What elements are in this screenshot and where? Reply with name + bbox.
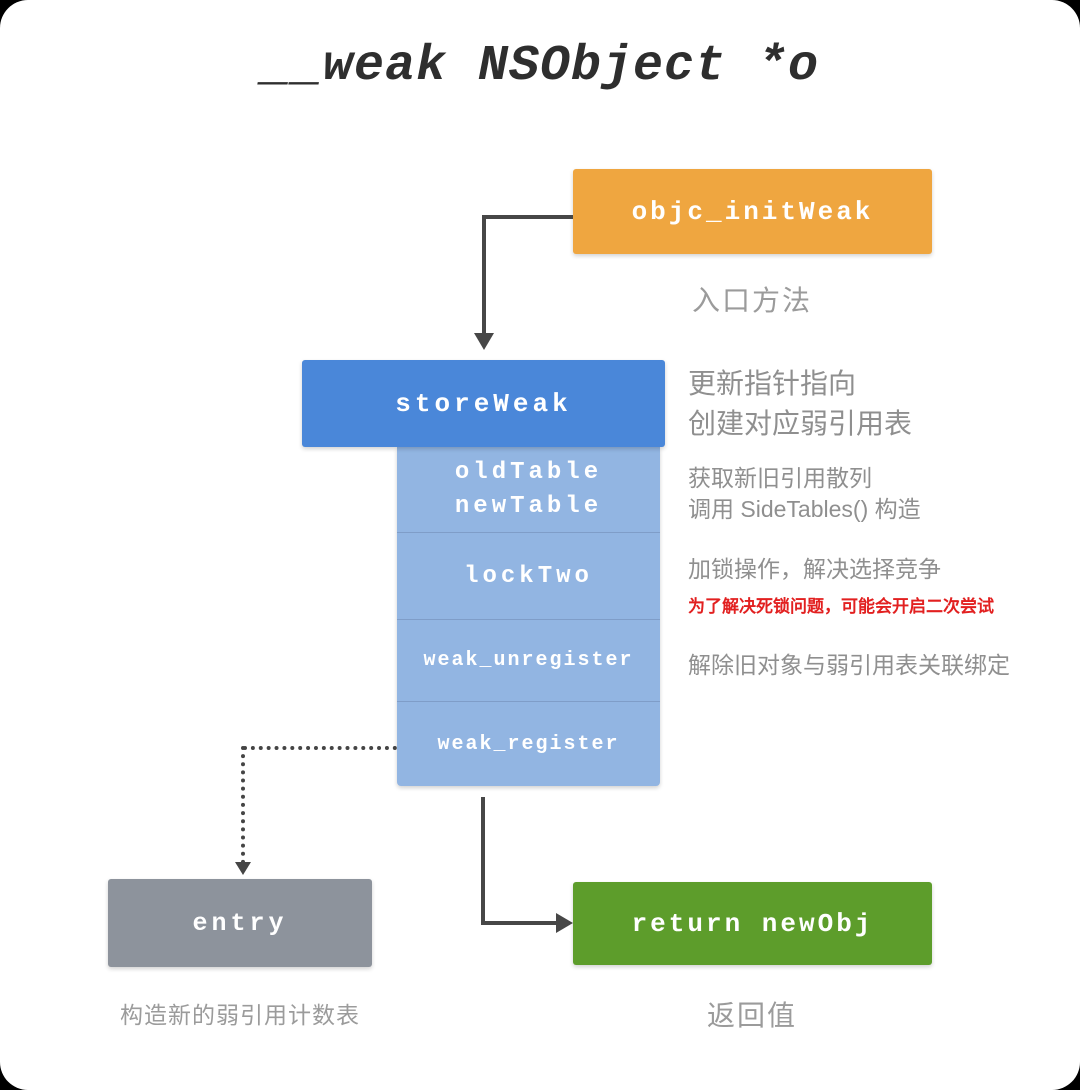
annotation-tables-line1: 获取新旧引用散列 <box>688 465 872 491</box>
lock-two-label: lockTwo <box>464 562 593 590</box>
node-store-weak-label: storeWeak <box>395 388 572 419</box>
arrow-store-to-return-arrowhead-icon <box>556 913 573 933</box>
caption-return-value: 返回值 <box>706 1000 797 1031</box>
dotted-arrow-register-to-entry-horizontal <box>243 746 397 750</box>
weak-register-label: weak_register <box>437 733 620 756</box>
new-table-label: newTable <box>454 492 603 520</box>
arrow-init-to-store-vertical <box>482 215 486 334</box>
annotation-tables: 获取新旧引用散列 调用 SideTables() 构造 <box>688 463 921 525</box>
annotation-lock-two-warning: 为了解决死锁问题，可能会开启二次尝试 <box>688 597 994 616</box>
node-return-new-obj-label: return newObj <box>631 908 874 939</box>
node-return-new-obj: return newObj <box>573 882 932 965</box>
annotation-store-weak-line1: 更新指针指向 <box>688 368 857 399</box>
dotted-arrow-register-to-entry-arrowhead-icon <box>235 862 251 875</box>
arrow-store-to-return-vertical <box>481 797 485 925</box>
node-entry: entry <box>108 879 372 967</box>
stack-row-weak-unregister: weak_unregister <box>397 619 660 701</box>
store-weak-substeps-stack: oldTable newTable lockTwo weak_unregiste… <box>397 447 660 786</box>
node-store-weak: storeWeak <box>302 360 665 447</box>
old-table-label: oldTable <box>454 458 603 486</box>
node-objc-init-weak-label: objc_initWeak <box>631 196 874 227</box>
dotted-arrow-register-to-entry-vertical <box>241 746 245 864</box>
annotation-store-weak-line2: 创建对应弱引用表 <box>688 408 913 439</box>
diagram-title: __weak NSObject *o <box>260 38 820 95</box>
caption-entry-method: 入口方法 <box>691 285 812 316</box>
stack-row-tables: oldTable newTable <box>397 447 660 532</box>
annotation-store-weak: 更新指针指向 创建对应弱引用表 <box>688 364 912 444</box>
node-objc-init-weak: objc_initWeak <box>573 169 932 254</box>
arrow-init-to-store-horizontal <box>482 215 573 219</box>
stack-row-weak-register: weak_register <box>397 701 660 787</box>
node-entry-label: entry <box>192 908 288 938</box>
caption-entry: 构造新的弱引用计数表 <box>120 1002 360 1028</box>
weak-unregister-label: weak_unregister <box>423 649 634 672</box>
annotation-lock-two: 加锁操作，解决选择竞争 <box>688 556 941 582</box>
annotation-weak-unregister: 解除旧对象与弱引用表关联绑定 <box>688 652 1010 678</box>
arrow-store-to-return-horizontal <box>481 921 557 925</box>
stack-row-lock-two: lockTwo <box>397 532 660 619</box>
annotation-tables-line2: 调用 SideTables() 构造 <box>688 496 921 522</box>
arrow-init-to-store-arrowhead-icon <box>474 333 494 350</box>
